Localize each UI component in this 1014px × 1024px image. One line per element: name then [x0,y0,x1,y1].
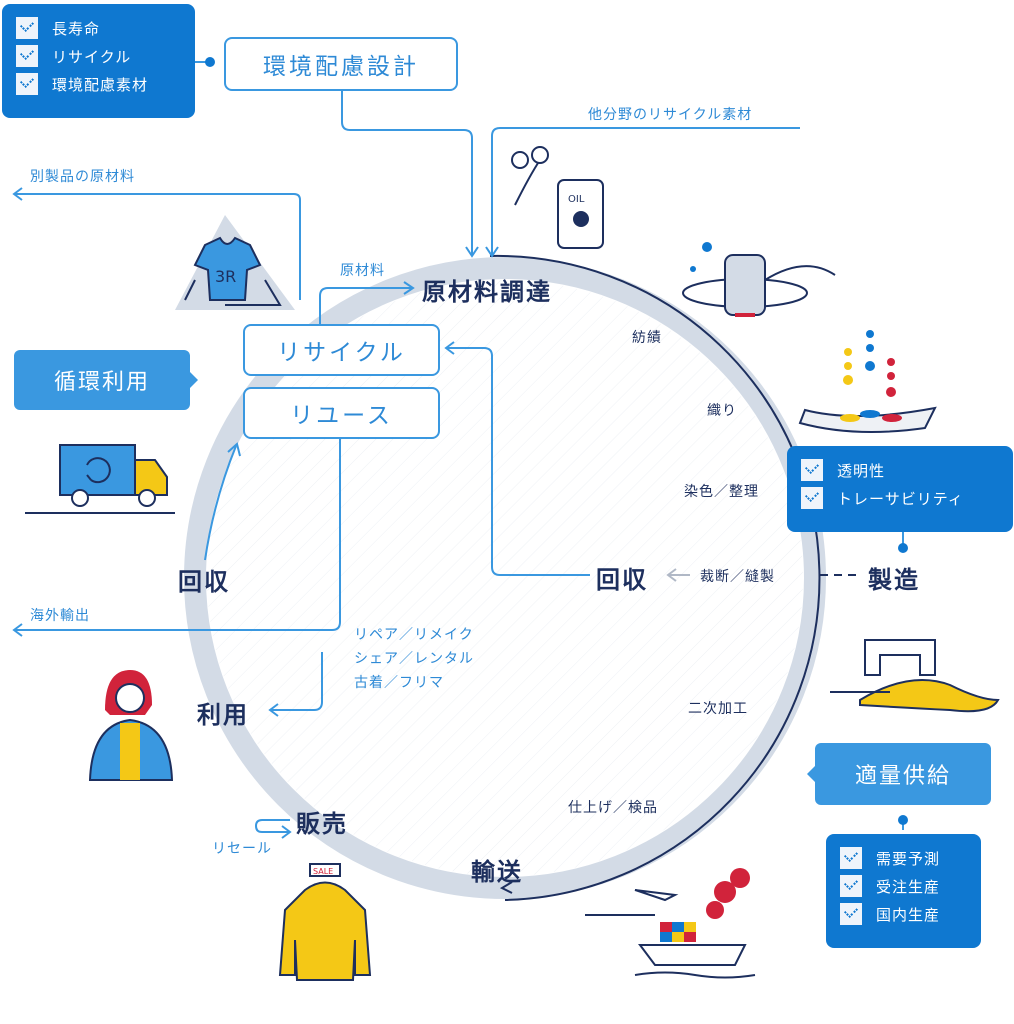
cotton-oil-icon: OIL [511,146,604,249]
procurement-label: 原材料調達 [422,278,552,306]
check-item: 環境配慮素材 [16,70,181,98]
reuse-label: リユース [243,387,440,439]
checkbox-icon [840,875,862,897]
export-label: 海外輸出 [30,608,90,624]
checkbox-icon [16,45,38,67]
collect-outer-label: 回収 [178,568,230,596]
svg-text:OIL: OIL [568,194,585,205]
other-field-materials-label: 他分野のリサイクル素材 [588,107,753,123]
cycle-ring [184,257,826,899]
design-features-box: 長寿命 リサイクル 環境配慮素材 [2,4,195,118]
use-modes: リペア／リメイク シェア／レンタル 古着／フリマ [354,627,474,691]
eco-design-label: 環境配慮設計 [224,37,458,91]
ship-plane-icon [585,868,756,979]
checkbox-icon [840,903,862,925]
check-item: トレーサビリティ [801,484,999,512]
delivery-truck-icon [25,444,175,514]
process-finishing: 仕上げ／検品 [568,800,658,816]
transport-arrowhead [499,881,513,894]
process-secondary: 二次加工 [688,701,748,717]
check-item: 国内生産 [840,900,967,928]
check-item: 需要予測 [840,844,967,872]
dyeing-icon [798,330,937,433]
check-item: 透明性 [801,456,999,484]
checkbox-icon [801,487,823,509]
recycle-tshirt-icon: 3R [175,215,295,310]
collect-inner-label: 回収 [596,566,648,594]
use-label: 利用 [197,701,249,729]
process-dyeing: 染色／整理 [684,484,759,500]
circular-use-tag: 循環利用 [14,350,198,410]
supply-features-box: 需要予測 受注生産 国内生産 [826,834,981,948]
raw-material-label: 原材料 [340,263,385,279]
production-arc [489,254,821,901]
manufacturing-label: 製造 [868,566,920,594]
svg-text:SALE: SALE [313,867,333,876]
hoodie-sale-icon: SALE [278,863,372,981]
process-weaving: 織り [707,403,737,419]
recycle-label: リサイクル [243,324,440,376]
sewing-machine-icon [830,639,1000,713]
check-item: リサイクル [16,42,181,70]
svg-text:3R: 3R [215,267,236,286]
process-spinning: 紡績 [632,330,662,346]
checkbox-icon [16,17,38,39]
checkbox-icon [801,459,823,481]
manufacturing-features-box: 透明性 トレーサビリティ [787,446,1013,532]
resale-label: リセール [212,841,272,857]
proper-supply-tag: 適量供給 [807,743,991,805]
person-icon [88,670,174,781]
spinning-bobbin-icon [682,242,836,317]
sales-label: 販売 [296,810,348,838]
check-item: 受注生産 [840,872,967,900]
process-cutting: 裁断／縫製 [700,569,775,585]
checkbox-icon [840,847,862,869]
other-product-materials-label: 別製品の原材料 [30,169,135,185]
transport-label: 輸送 [471,858,523,886]
checkbox-icon [16,73,38,95]
check-item: 長寿命 [16,14,181,42]
